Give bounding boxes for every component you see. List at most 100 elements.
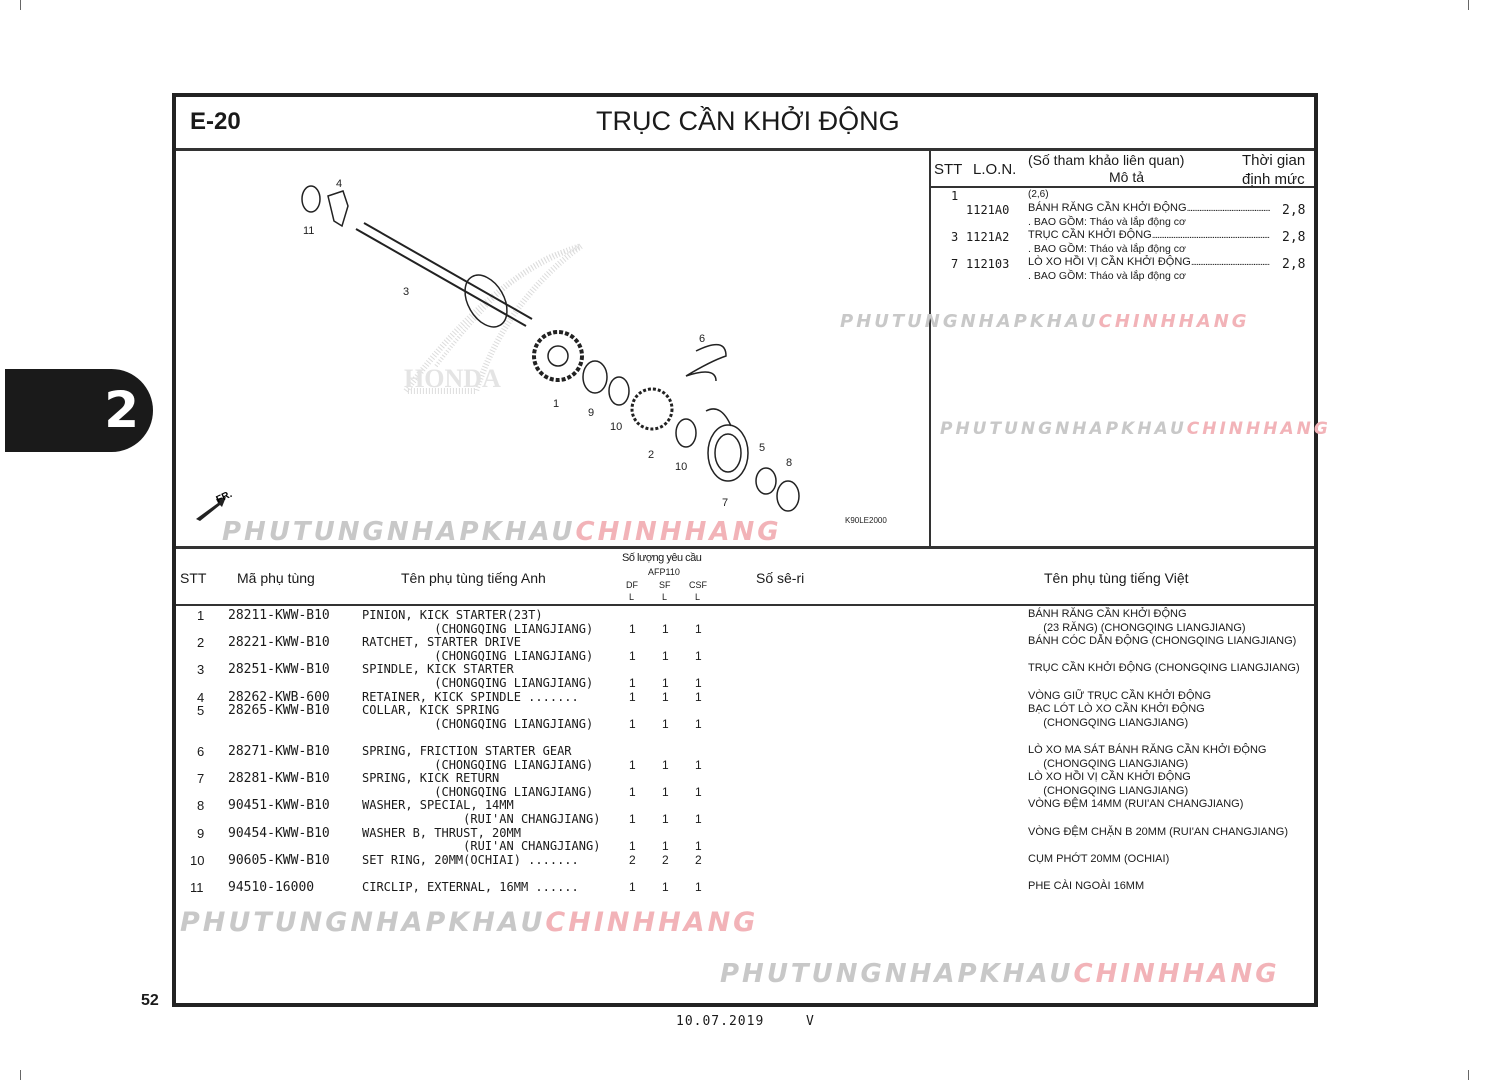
- row-name-vi: VÒNG ĐỆM 14MM (RUI'AN CHANGJIANG): [1028, 798, 1244, 811]
- qty-sf: 1: [662, 811, 669, 826]
- labor-time: 2,8: [1282, 230, 1306, 245]
- qty-sf: 2: [662, 852, 669, 867]
- row-name-en: RETAINER, KICK SPINDLE .......: [362, 689, 579, 704]
- row-name-en: PINION, KICK STARTER(23T) (CHONGQING LIA…: [362, 608, 594, 636]
- leader-dots: ........................................…: [1151, 230, 1270, 241]
- labor-header-ref: (Số tham khảo liên quan): [1028, 152, 1185, 168]
- row-stt: 7: [197, 771, 205, 787]
- qty-sub: L: [695, 592, 701, 602]
- callout-labels: 4 11 3 1 9 10 2 10 6 5 8 7: [303, 178, 792, 509]
- row-name-en: SET RING, 20MM(OCHIAI) .......: [362, 852, 579, 867]
- row-name-vi: CỤM PHỚT 20MM (OCHIAI): [1028, 852, 1170, 865]
- labor-header-lon: L.O.N.: [973, 161, 1017, 178]
- labor-desc-line: BÁNH RĂNG CẦN KHỞI ĐỘNG.................…: [1028, 202, 1270, 216]
- row-stt: 2: [197, 635, 205, 651]
- row-stt: 6: [197, 744, 205, 759]
- labor-note: . BAO GỒM: Tháo và lắp động cơ: [1028, 270, 1186, 282]
- qty-df: 1: [629, 648, 636, 663]
- labor-note: . BAO GỒM: Tháo và lắp động cơ: [1028, 243, 1186, 255]
- qty-sf: 1: [662, 689, 669, 704]
- qty-csf: 1: [695, 716, 702, 731]
- parts-header-model: AFP110: [648, 567, 680, 577]
- honda-watermark-text: HONDA: [404, 364, 501, 393]
- qty-csf: 1: [695, 675, 702, 690]
- crop-mark: [1468, 0, 1469, 10]
- row-part-number: 28262-KWB-600: [228, 689, 330, 705]
- svg-text:FR.: FR.: [215, 489, 234, 506]
- labor-desc: TRỤC CẦN KHỞI ĐỘNG: [1028, 229, 1152, 241]
- divider: [176, 604, 1314, 606]
- row-name-en: COLLAR, KICK SPRING (CHONGQING LIANGJIAN…: [362, 703, 594, 731]
- section-code: E-20: [190, 108, 241, 135]
- qty-col-csf: CSF: [689, 580, 707, 590]
- footer-version: V: [806, 1014, 814, 1029]
- labor-lon: 112103: [966, 257, 1010, 271]
- callout-label: 2: [648, 449, 654, 461]
- labor-note: . BAO GỒM: Tháo và lắp động cơ: [1028, 216, 1186, 228]
- divider: [931, 186, 1314, 188]
- row-name-vi: BÁNH RĂNG CẦN KHỞI ĐỘNG (23 RĂNG) (CHONG…: [1028, 608, 1246, 634]
- labor-header-desc: Mô tả: [1109, 169, 1145, 185]
- row-stt: 1: [197, 608, 205, 623]
- labor-desc: BÁNH RĂNG CẦN KHỞI ĐỘNG: [1028, 202, 1187, 214]
- return-spring-shape: [707, 424, 749, 482]
- row-part-number: 90454-KWW-B10: [228, 825, 330, 841]
- page-number: 52: [141, 992, 159, 1009]
- callout-label: 11: [303, 225, 314, 237]
- row-part-number: 28265-KWW-B10: [228, 703, 330, 719]
- qty-csf: 1: [695, 689, 702, 704]
- row-stt: 8: [197, 798, 205, 814]
- labor-lon: 1121A2: [966, 230, 1010, 244]
- qty-csf: 2: [695, 852, 702, 867]
- labor-time: 2,8: [1282, 203, 1306, 218]
- qty-sub: L: [662, 592, 668, 602]
- qty-csf: 1: [695, 811, 702, 826]
- callout-label: 7: [722, 497, 728, 509]
- diagram-code: K90LE2000: [845, 516, 887, 525]
- parts-header-name-en: Tên phụ tùng tiếng Anh: [401, 570, 546, 586]
- watermark: PHUTUNGNHAPKHAUCHINHHANG: [940, 419, 1331, 439]
- callout-label: 8: [786, 457, 792, 469]
- row-name-vi: PHE CÀI NGOÀI 16MM: [1028, 880, 1145, 892]
- watermark: PHUTUNGNHAPKHAUCHINHHANG: [720, 959, 1280, 989]
- parts-header-name-vi: Tên phụ tùng tiếng Việt: [1044, 570, 1189, 586]
- row-name-en: SPRING, FRICTION STARTER GEAR (CHONGQING…: [362, 744, 594, 772]
- labor-ref: (2,6): [1028, 189, 1049, 200]
- row-part-number: 90605-KWW-B10: [228, 852, 330, 868]
- labor-time: 2,8: [1282, 257, 1306, 272]
- row-name-en: WASHER B, THRUST, 20MM (RUI'AN CHANGJIAN…: [362, 825, 601, 854]
- labor-desc-line: TRỤC CẦN KHỞI ĐỘNG......................…: [1028, 229, 1270, 243]
- qty-df: 1: [629, 689, 636, 704]
- row-part-number: 28281-KWW-B10: [228, 771, 330, 787]
- qty-csf: 1: [695, 839, 702, 854]
- parts-header-serial: Số sê-ri: [756, 570, 805, 586]
- row-stt: 4: [197, 689, 205, 705]
- qty-csf: 1: [695, 757, 702, 772]
- parts-header-qty: Số lượng yêu cầu: [622, 552, 702, 564]
- exploded-diagram: HONDA 4 11 3 1 9 10 2 10 6 5 8 7 FR. K90…: [196, 178, 887, 525]
- row-part-number: 28211-KWW-B10: [228, 608, 330, 623]
- row-part-number: 94510-16000: [228, 880, 315, 895]
- chapter-tab: 2: [5, 369, 153, 452]
- collar-shape: [755, 467, 777, 495]
- divider: [176, 546, 1314, 549]
- watermark: PHUTUNGNHAPKHAUCHINHHANG: [180, 907, 759, 938]
- row-name-en: CIRCLIP, EXTERNAL, 16MM ......: [362, 880, 579, 894]
- row-part-number: 90451-KWW-B10: [228, 798, 330, 814]
- callout-label: 9: [588, 407, 594, 419]
- callout-label: 1: [553, 398, 559, 410]
- qty-sf: 1: [662, 716, 669, 731]
- retainer-shape: [327, 190, 349, 228]
- row-name-vi: VÒNG ĐỆM CHẶN B 20MM (RUI'AN CHANGJIANG): [1028, 825, 1289, 838]
- leader-dots: ........................................…: [1186, 203, 1270, 214]
- qty-csf: 1: [695, 621, 702, 636]
- callout-label: 6: [699, 333, 705, 345]
- washer-14mm-shape: [776, 480, 800, 512]
- labor-header-stt: STT: [934, 161, 963, 178]
- watermark: PHUTUNGNHAPKHAUCHINHHANG: [222, 517, 782, 547]
- qty-sf: 1: [662, 839, 669, 854]
- callout-label: 4: [336, 178, 342, 190]
- row-name-vi: LÒ XO MA SÁT BÁNH RĂNG CẦN KHỞI ĐỘNG (CH…: [1028, 744, 1267, 770]
- qty-sf: 1: [662, 675, 669, 690]
- parts-header-part-no: Mã phụ tùng: [237, 570, 315, 586]
